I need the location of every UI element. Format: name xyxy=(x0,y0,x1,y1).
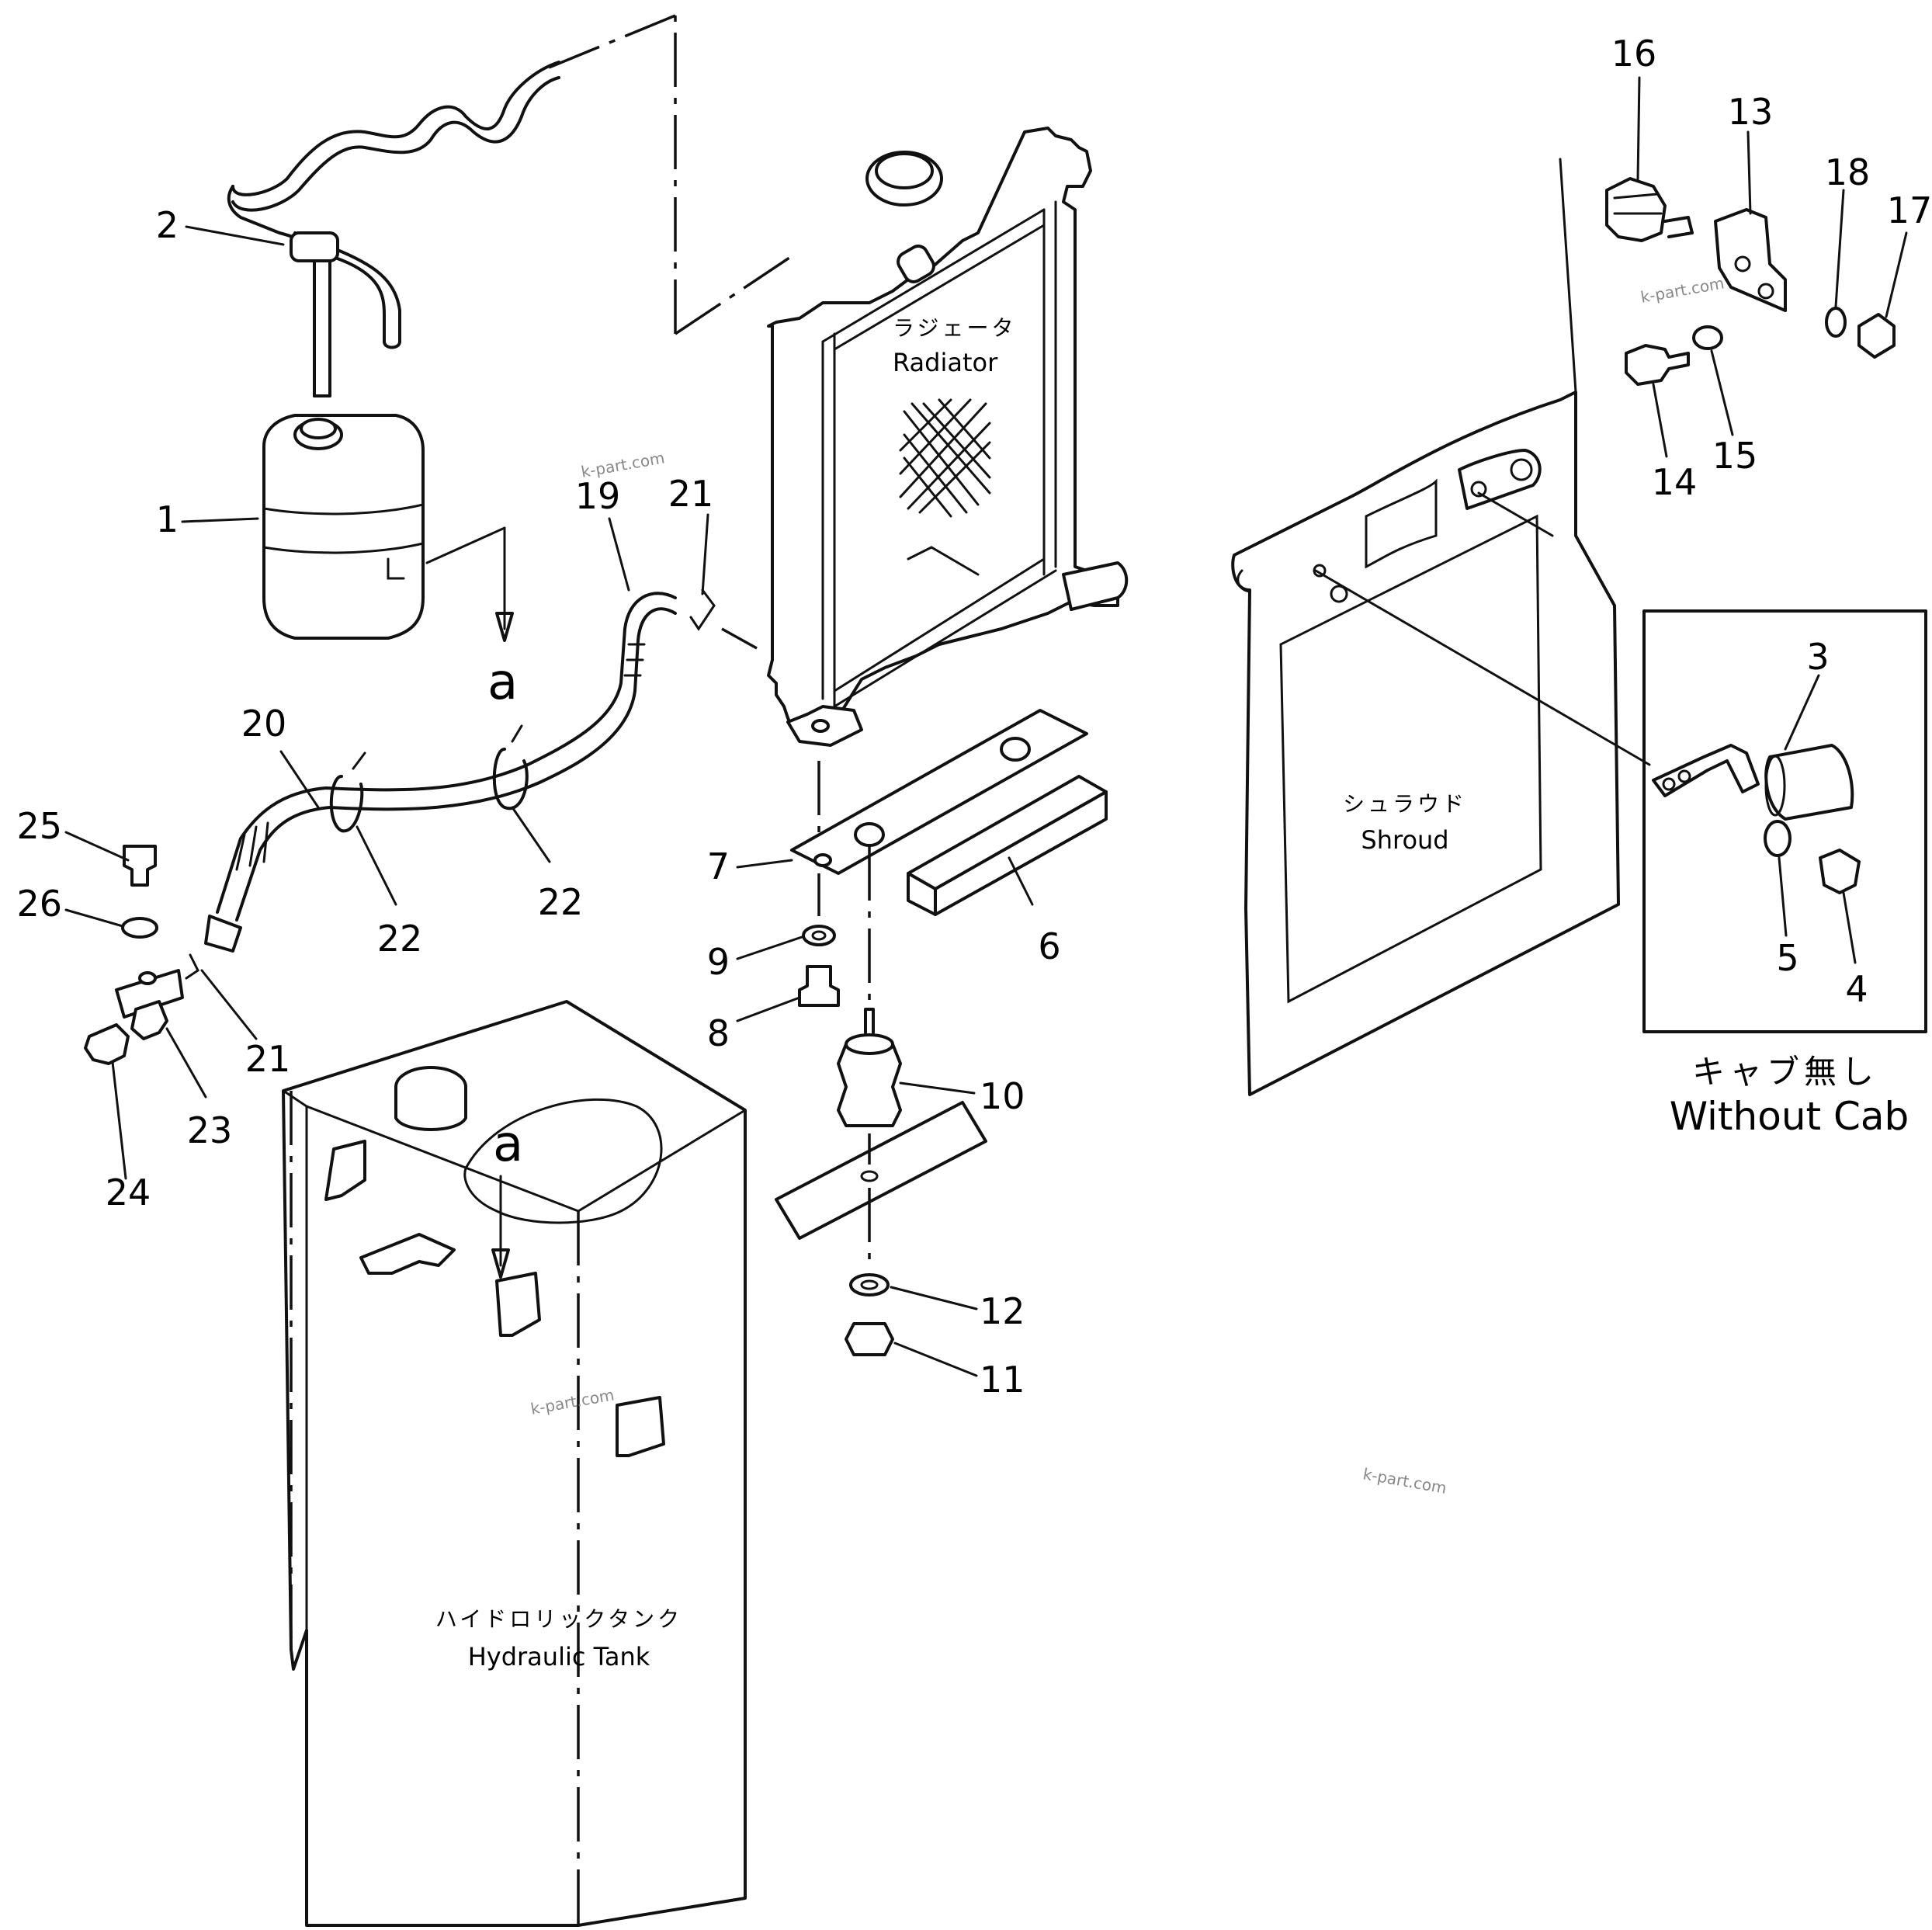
mount-stack xyxy=(775,846,987,1356)
bracket-13 xyxy=(1714,208,1787,312)
radiator-core-hatch xyxy=(899,398,991,518)
inset-en-label: Without Cab xyxy=(1670,1094,1909,1139)
callout-10: 10 xyxy=(980,1075,1025,1117)
callout-18: 18 xyxy=(1825,151,1871,193)
leader-lines xyxy=(64,76,1908,1377)
callout-9: 9 xyxy=(707,941,730,983)
cock-24 xyxy=(84,1023,130,1065)
callout-4: 4 xyxy=(1845,968,1868,1010)
overflow-hose xyxy=(227,61,560,397)
callout-11: 11 xyxy=(980,1359,1025,1401)
callout-8: 8 xyxy=(707,1012,730,1054)
callout-15: 15 xyxy=(1712,435,1758,477)
rubber-mount-10 xyxy=(837,1043,902,1127)
washer-9 xyxy=(802,925,836,946)
callout-21-bottom: 21 xyxy=(245,1038,291,1080)
callout-21-top: 21 xyxy=(668,473,714,515)
tank-jp-label: ハイドロリックタンク xyxy=(435,1606,682,1632)
callout-25: 25 xyxy=(16,805,62,847)
watermark: k-part.com xyxy=(1361,1464,1448,1498)
callout-14: 14 xyxy=(1652,461,1698,503)
callout-16: 16 xyxy=(1611,33,1657,75)
inset-jp-label: キャブ無し xyxy=(1692,1053,1878,1091)
shroud-jp-label: シュラウド xyxy=(1343,791,1467,817)
sleeve-3 xyxy=(1764,744,1854,821)
without-cab-inset: キャブ無し Without Cab xyxy=(1642,609,1927,1139)
callout-3: 3 xyxy=(1806,636,1829,678)
radiator-jp-label: ラジェータ xyxy=(893,315,1016,341)
switch-16 xyxy=(1605,177,1667,242)
valve-23 xyxy=(130,1000,168,1040)
tank-en-label: Hydraulic Tank xyxy=(468,1642,650,1671)
washer-12 xyxy=(849,1273,890,1297)
watermark: k-part.com xyxy=(1639,273,1726,307)
callout-1: 1 xyxy=(156,498,179,540)
hose-clamp xyxy=(290,231,339,262)
nut-11 xyxy=(845,1322,894,1356)
callout-5: 5 xyxy=(1776,937,1798,979)
washer-26 xyxy=(121,917,158,939)
hydraulic-tank: ハイドロリックタンク Hydraulic Tank xyxy=(282,1000,747,1927)
ref-mark-a-top: a xyxy=(487,654,518,711)
callout-6: 6 xyxy=(1038,925,1060,967)
callouts: 1 2 3 4 5 6 7 8 9 10 11 12 13 14 15 16 1… xyxy=(16,33,1932,1401)
shroud: シュラウド Shroud xyxy=(1231,158,1651,1096)
drain-hose xyxy=(204,588,758,953)
callout-13: 13 xyxy=(1728,91,1774,133)
nut-17 xyxy=(1857,313,1896,359)
bolt-25 xyxy=(123,845,157,887)
reserve-tank xyxy=(262,414,514,642)
drain-valve xyxy=(84,845,199,1065)
callout-20: 20 xyxy=(241,703,287,745)
bolt-4 xyxy=(1819,849,1861,894)
radiator: ラジェータ Radiator xyxy=(543,14,1129,846)
callout-2: 2 xyxy=(156,204,179,246)
callout-22-right: 22 xyxy=(538,881,584,923)
callout-17: 17 xyxy=(1887,189,1932,231)
washer-18 xyxy=(1825,307,1847,338)
radiator-en-label: Radiator xyxy=(893,348,998,377)
callout-12: 12 xyxy=(980,1290,1025,1332)
bolt-14 xyxy=(1625,344,1690,386)
bracket-3 xyxy=(1652,744,1760,797)
bolt-8 xyxy=(798,965,840,1007)
callout-23: 23 xyxy=(187,1109,233,1151)
washer-15 xyxy=(1692,325,1723,350)
callout-7: 7 xyxy=(707,845,730,887)
callout-19: 19 xyxy=(575,475,621,517)
shroud-en-label: Shroud xyxy=(1361,825,1448,855)
callout-24: 24 xyxy=(106,1172,151,1213)
washer-5 xyxy=(1764,820,1792,857)
callout-26: 26 xyxy=(16,883,62,925)
mount-bracket xyxy=(790,709,1108,916)
callout-22-left: 22 xyxy=(377,918,423,960)
ref-mark-a-tank: a xyxy=(493,1116,523,1173)
